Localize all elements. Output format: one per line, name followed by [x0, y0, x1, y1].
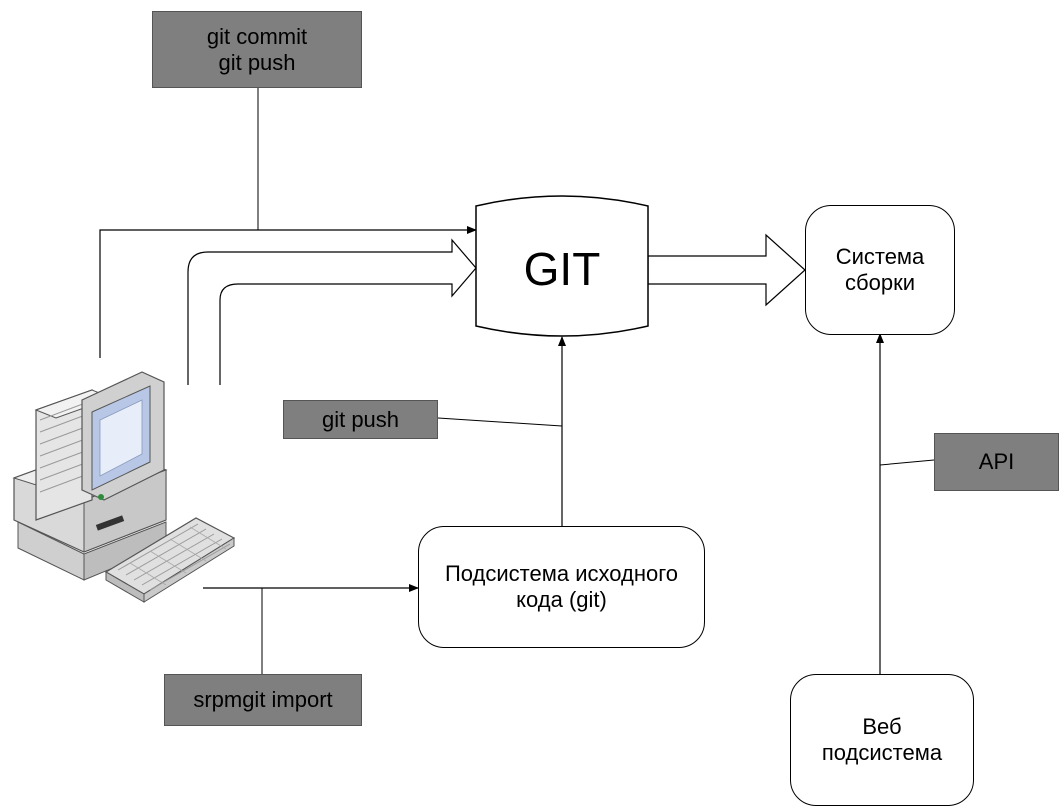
- build-system-line-1: Система: [835, 244, 925, 269]
- block-arrow-computer-to-git: [187, 238, 477, 385]
- source-subsystem-node: Подсистема исходного кода (git): [418, 526, 705, 648]
- git-push-leader: [437, 417, 563, 427]
- git-node-label: GIT: [476, 230, 648, 308]
- computer-icon: [12, 371, 168, 581]
- srpmgit-import-label: srpmgit import: [164, 674, 362, 726]
- build-system-node: Система сборки: [805, 205, 955, 335]
- source-subsystem-line-1: Подсистема исходного: [444, 561, 679, 586]
- build-system-line-2: сборки: [845, 270, 915, 295]
- api-text: API: [978, 449, 1015, 474]
- git-push-label: git push: [283, 400, 438, 439]
- connector-computer-to-git: [99, 226, 477, 358]
- web-subsystem-line-1: Веб: [862, 714, 902, 739]
- git-commit-push-label: git commit git push: [152, 11, 362, 88]
- git-repository-cylinder: [475, 195, 649, 337]
- api-leader: [879, 459, 935, 466]
- git-text: GIT: [523, 243, 601, 295]
- source-subsystem-line-2: кода (git): [516, 587, 607, 612]
- git-push-text: git push: [321, 406, 400, 432]
- web-subsystem-line-2: подсистема: [821, 740, 943, 765]
- keyboard-icon: [104, 517, 236, 603]
- commit-label-line-2: git push: [218, 49, 296, 75]
- block-arrow-git-to-build: [647, 233, 806, 307]
- commit-label-line-1: git commit: [206, 23, 308, 49]
- web-subsystem-node: Веб подсистема: [790, 674, 974, 806]
- srpmgit-import-text: srpmgit import: [193, 687, 333, 712]
- api-label: API: [934, 433, 1059, 491]
